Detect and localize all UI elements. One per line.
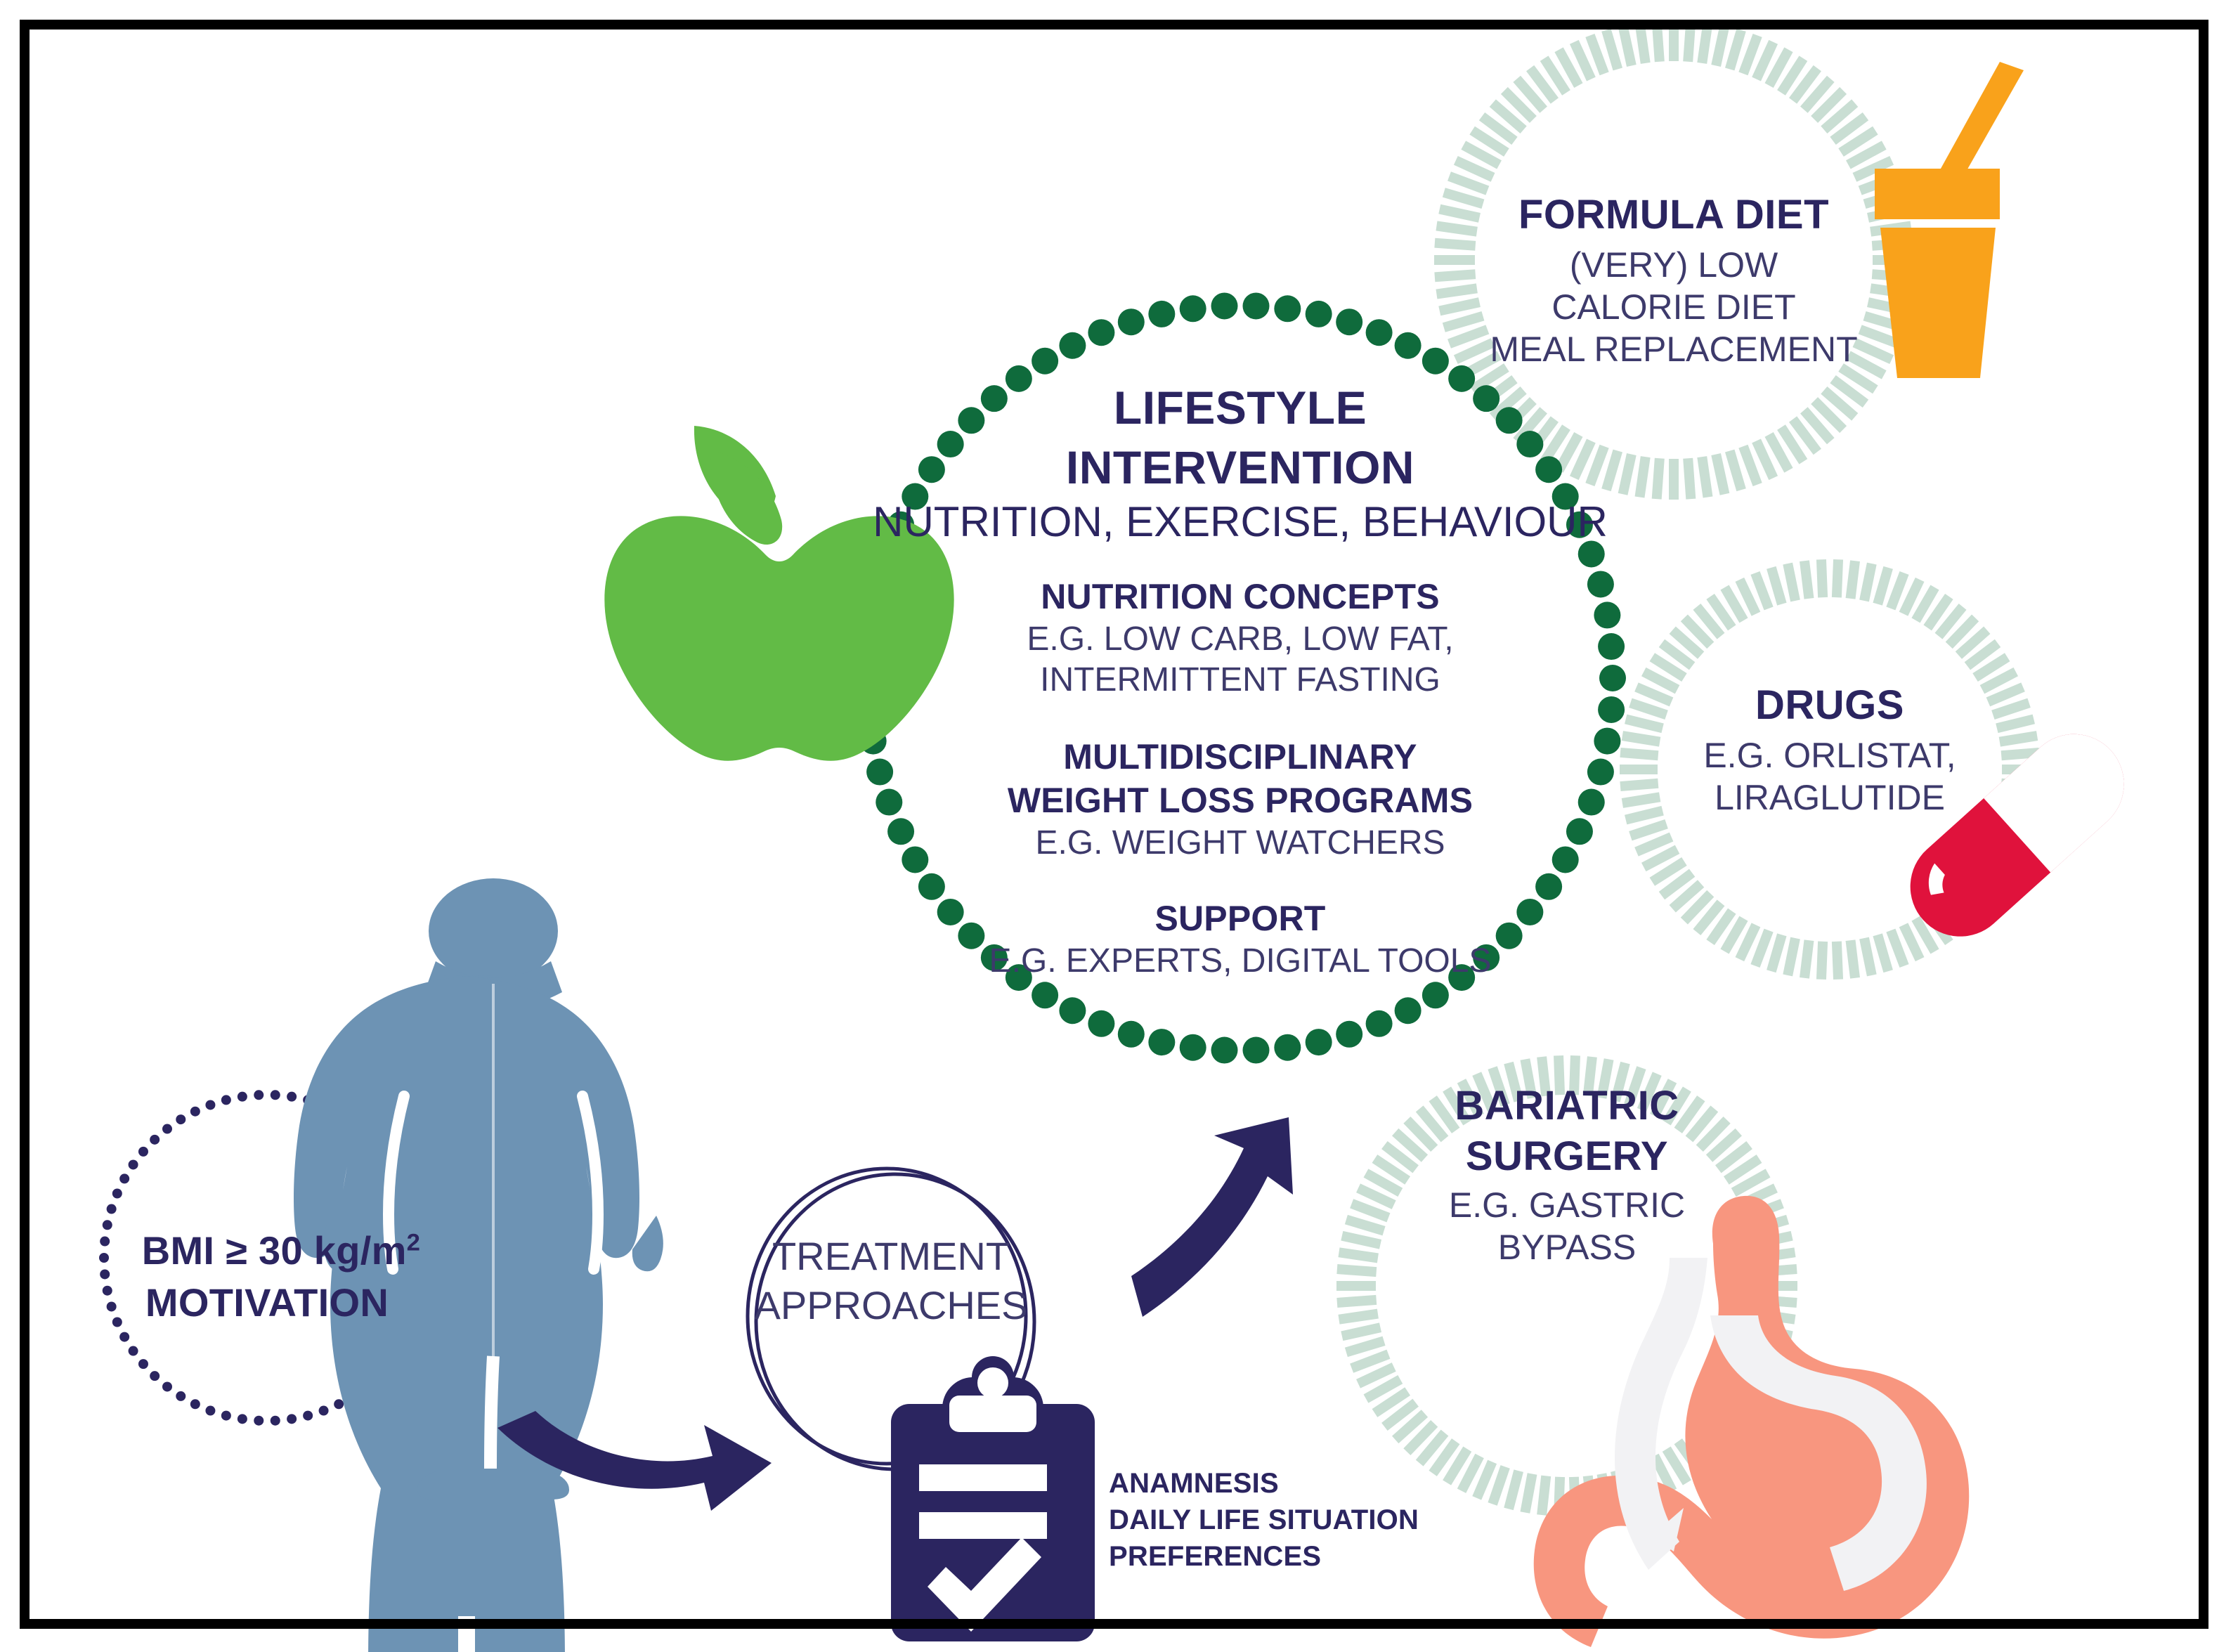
formula-diet-line-1: (VERY) LOW (1569, 245, 1778, 285)
drugs-line-2: LIRAGLUTIDE (1715, 778, 1945, 817)
support-line-1: E.G. EXPERTS, DIGITAL TOOLS (989, 942, 1492, 980)
weight-loss-programs-line-1: E.G. WEIGHT WATCHERS (1035, 824, 1445, 861)
nutrition-concepts-heading: NUTRITION CONCEPTS (1041, 577, 1440, 616)
curved-arrow-up-right-icon (1131, 1117, 1293, 1317)
support-heading: SUPPORT (1154, 899, 1326, 938)
assessment-note-anamnesis: ANAMNESIS (1109, 1468, 1279, 1499)
weight-loss-programs-heading-line1: MULTIDISCIPLINARY (1063, 737, 1417, 776)
formula-diet-line-3: MEAL REPLACEMENT (1490, 330, 1858, 369)
clipboard-checklist-icon (891, 1356, 1095, 1641)
treatment-approaches-label-line1: TREATMENT (772, 1234, 1010, 1278)
lifestyle-subtitle: NUTRITION, EXERCISE, BEHAVIOUR (873, 498, 1608, 545)
formula-diet-title: FORMULA DIET (1518, 192, 1830, 238)
bariatric-surgery-line-1: E.G. GASTRIC (1448, 1185, 1686, 1225)
bariatric-surgery-title-line1: BARIATRIC (1455, 1083, 1679, 1129)
lifestyle-title-line1: LIFESTYLE (1113, 382, 1367, 434)
weight-loss-programs-heading-line2: WEIGHT LOSS PROGRAMS (1007, 781, 1473, 820)
silhouette-left-arm-gap (382, 1091, 410, 1275)
image-border-frame (20, 20, 2208, 1629)
obese-person-silhouette-icon (294, 878, 663, 1652)
bariatric-surgery-line-2: BYPASS (1497, 1228, 1637, 1267)
bmi-threshold-label: BMI ≥ 30 kg/m2 (142, 1228, 421, 1274)
assessment-note-daily-life: DAILY LIFE SITUATION (1109, 1504, 1419, 1535)
drugs-line-1: E.G. ORLISTAT, (1703, 736, 1956, 775)
lifestyle-title-line2: INTERVENTION (1065, 441, 1415, 493)
formula-diet-ring (1434, 20, 1913, 500)
drugs-title: DRUGS (1755, 682, 1904, 728)
assessment-note-preferences: PREFERENCES (1109, 1541, 1322, 1572)
capsule-pill-icon (1910, 734, 2124, 937)
curved-arrow-right-icon (497, 1411, 772, 1511)
bmi-unit-exponent: 2 (406, 1229, 421, 1256)
bmi-threshold-text: BMI ≥ 30 kg/m (141, 1228, 407, 1273)
drink-cup-with-straw-icon (1875, 62, 2024, 378)
green-apple-icon (604, 426, 954, 761)
silhouette-leg-gap (484, 1355, 500, 1469)
stomach-gastric-bypass-icon (1533, 1195, 1970, 1647)
treatment-approaches-label-line2: APPROACHES (754, 1283, 1028, 1327)
formula-diet-line-2: CALORIE DIET (1551, 287, 1796, 327)
nutrition-concepts-line-1: E.G. LOW CARB, LOW FAT, (1027, 620, 1454, 658)
nutrition-concepts-line-2: INTERMITTENT FASTING (1040, 661, 1440, 698)
motivation-label: MOTIVATION (145, 1280, 389, 1325)
bariatric-surgery-title-line2: SURGERY (1465, 1133, 1669, 1179)
silhouette-right-arm-gap (577, 1091, 604, 1275)
